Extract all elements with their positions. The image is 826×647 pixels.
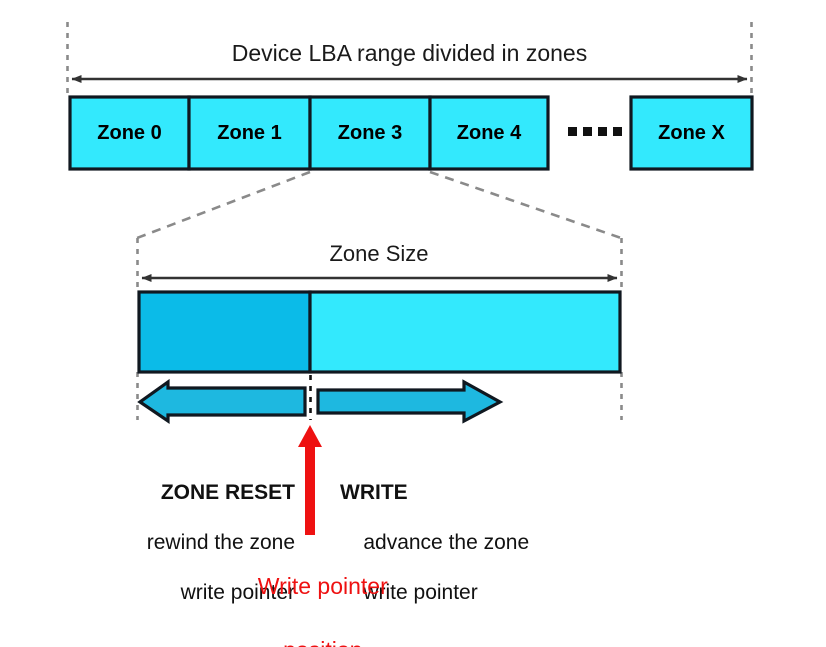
zone-written-region bbox=[137, 290, 312, 374]
zone-reset-line1: rewind the zone bbox=[146, 531, 295, 554]
write-pointer-arrow-icon bbox=[298, 425, 322, 535]
write-line1: advance the zone bbox=[363, 531, 530, 554]
zone-boxes bbox=[68, 95, 754, 171]
write-description: WRITE advance the zone write pointer bbox=[340, 430, 570, 630]
zone-box-2 bbox=[308, 95, 432, 171]
zone-ellipsis-icon bbox=[568, 127, 622, 136]
write-pointer-caption-line1: Write pointer bbox=[257, 573, 388, 599]
zone-reset-line2: write pointer bbox=[180, 581, 295, 604]
zone-label-4: Zone X bbox=[658, 122, 725, 144]
write-arrow bbox=[316, 379, 504, 424]
zone-box-4 bbox=[629, 95, 754, 171]
zone-box-0 bbox=[68, 95, 191, 171]
zone-detail-guides bbox=[136, 238, 623, 420]
zone-label-1: Zone 1 bbox=[217, 122, 282, 144]
zone-label-2: Zone 3 bbox=[337, 122, 403, 144]
write-header: WRITE bbox=[340, 481, 408, 504]
write-pointer-caption-line2: position bbox=[283, 637, 362, 647]
zone-reset-header: ZONE RESET bbox=[160, 481, 295, 504]
zone-detail-bar bbox=[137, 290, 622, 374]
lba-range-caption: Device LBA range divided in zones bbox=[231, 40, 588, 66]
zone-reset-description: ZONE RESET rewind the zone write pointer bbox=[100, 430, 295, 630]
zone-label-3: Zone 4 bbox=[456, 122, 522, 144]
zone-reset-arrow bbox=[137, 378, 307, 425]
zone-label-0: Zone 0 bbox=[97, 122, 162, 144]
lba-range-guides bbox=[66, 22, 753, 96]
zoom-connector-lines bbox=[136, 170, 622, 240]
write-pointer-caption: Write pointer position bbox=[180, 538, 440, 647]
zone-free-region bbox=[308, 290, 622, 374]
write-line2: write pointer bbox=[363, 581, 478, 604]
zone-box-3 bbox=[428, 95, 550, 171]
zone-size-caption: Zone Size bbox=[329, 241, 429, 266]
